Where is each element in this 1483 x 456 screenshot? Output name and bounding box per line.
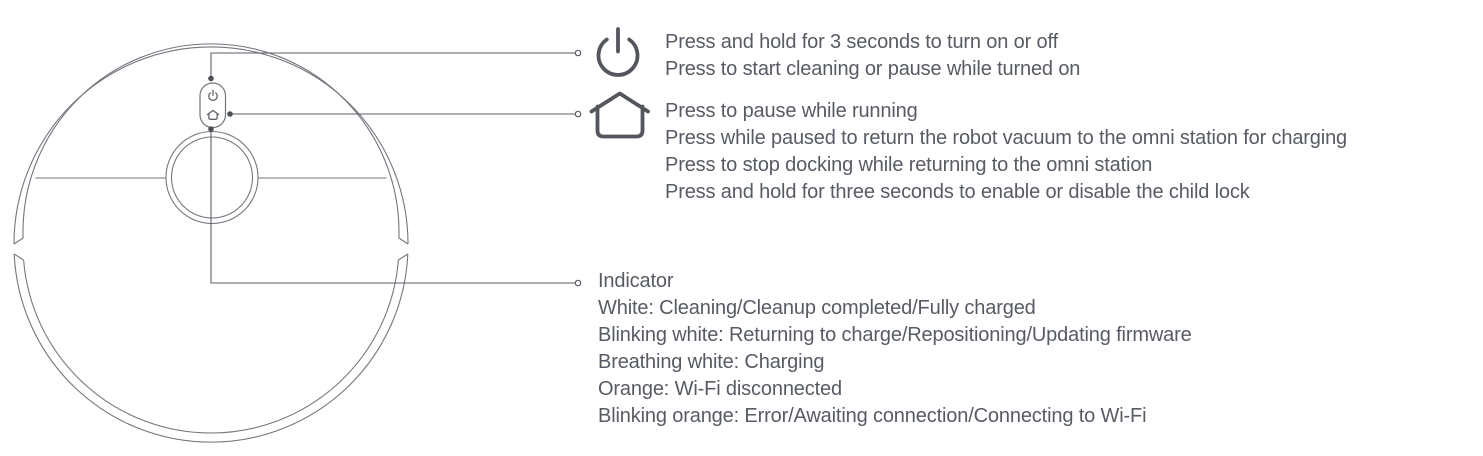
indicator-legend: Indicator White: Cleaning/Cleanup comple… (598, 268, 1192, 430)
pill-power-icon (208, 89, 218, 101)
bumper-seam-right (398, 237, 409, 245)
power-callout-dot (208, 75, 214, 82)
callout-lines (210, 52, 575, 284)
home-callout-terminal (574, 110, 582, 118)
instruction-line: Press to stop docking while returning to… (665, 154, 1153, 176)
indicator-state-line: Orange: Wi-Fi disconnected (598, 378, 842, 400)
indicator-state-line: Breathing white: Charging (598, 351, 825, 373)
robot-body-outline (13, 43, 409, 443)
instruction-line: Press while paused to return the robot v… (665, 127, 1348, 149)
robot-button-pill (199, 82, 227, 129)
pill-home-icon (206, 109, 220, 120)
power-callout-line (210, 52, 575, 79)
instruction-line: Press and hold for 3 seconds to turn on … (665, 31, 1058, 53)
power-callout-terminal (574, 49, 582, 57)
bumper-seam-left (13, 237, 24, 245)
power-button-instructions: Press and hold for 3 seconds to turn on … (665, 29, 1080, 83)
callout-dots (208, 49, 582, 287)
instruction-line: Press and hold for three seconds to enab… (665, 181, 1250, 203)
indicator-state-line: Blinking orange: Error/Awaiting connecti… (598, 405, 1147, 427)
home-callout-dot (227, 111, 233, 117)
indicator-callout-line (210, 129, 575, 284)
indicator-title: Indicator (598, 270, 674, 292)
indicator-callout-terminal (574, 279, 582, 287)
lds-turret (165, 130, 259, 225)
indicator-state-line: White: Cleaning/Cleanup completed/Fully … (598, 297, 1036, 319)
indicator-callout-dot (208, 126, 214, 132)
power-icon (596, 27, 640, 77)
home-button-instructions: Press to pause while running Press while… (665, 98, 1347, 206)
instruction-line: Press to pause while running (665, 100, 918, 122)
instruction-line: Press to start cleaning or pause while t… (665, 58, 1081, 80)
home-icon (589, 91, 650, 139)
indicator-state-line: Blinking white: Returning to charge/Repo… (598, 324, 1192, 346)
